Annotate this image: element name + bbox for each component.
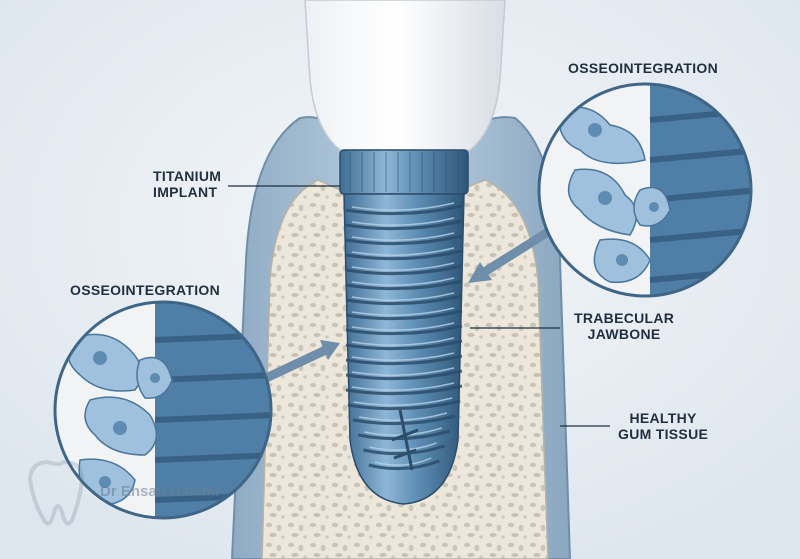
label-healthy-line2: GUM TISSUE xyxy=(618,426,709,442)
label-trabecular-line2: JAWBONE xyxy=(587,326,661,342)
label-osseointegration-left: OSSEOINTEGRATION xyxy=(70,282,220,298)
crown xyxy=(304,0,506,151)
label-trabecular-line1: TRABECULAR xyxy=(574,310,675,326)
label-trabecular-jawbone: TRABECULAR JAWBONE xyxy=(574,310,674,342)
watermark-text: Dr Ehsan Hakimi xyxy=(100,483,220,500)
label-healthy-line1: HEALTHY xyxy=(629,410,697,426)
watermark-tooth-icon xyxy=(27,459,85,526)
label-titanium-implant: TITANIUM IMPLANT xyxy=(153,168,221,200)
label-osseointegration-top: OSSEOINTEGRATION xyxy=(568,60,718,76)
label-healthy-gum: HEALTHY GUM TISSUE xyxy=(618,410,708,442)
label-titanium-line1: TITANIUM xyxy=(153,168,222,184)
label-titanium-line2: IMPLANT xyxy=(153,184,218,200)
